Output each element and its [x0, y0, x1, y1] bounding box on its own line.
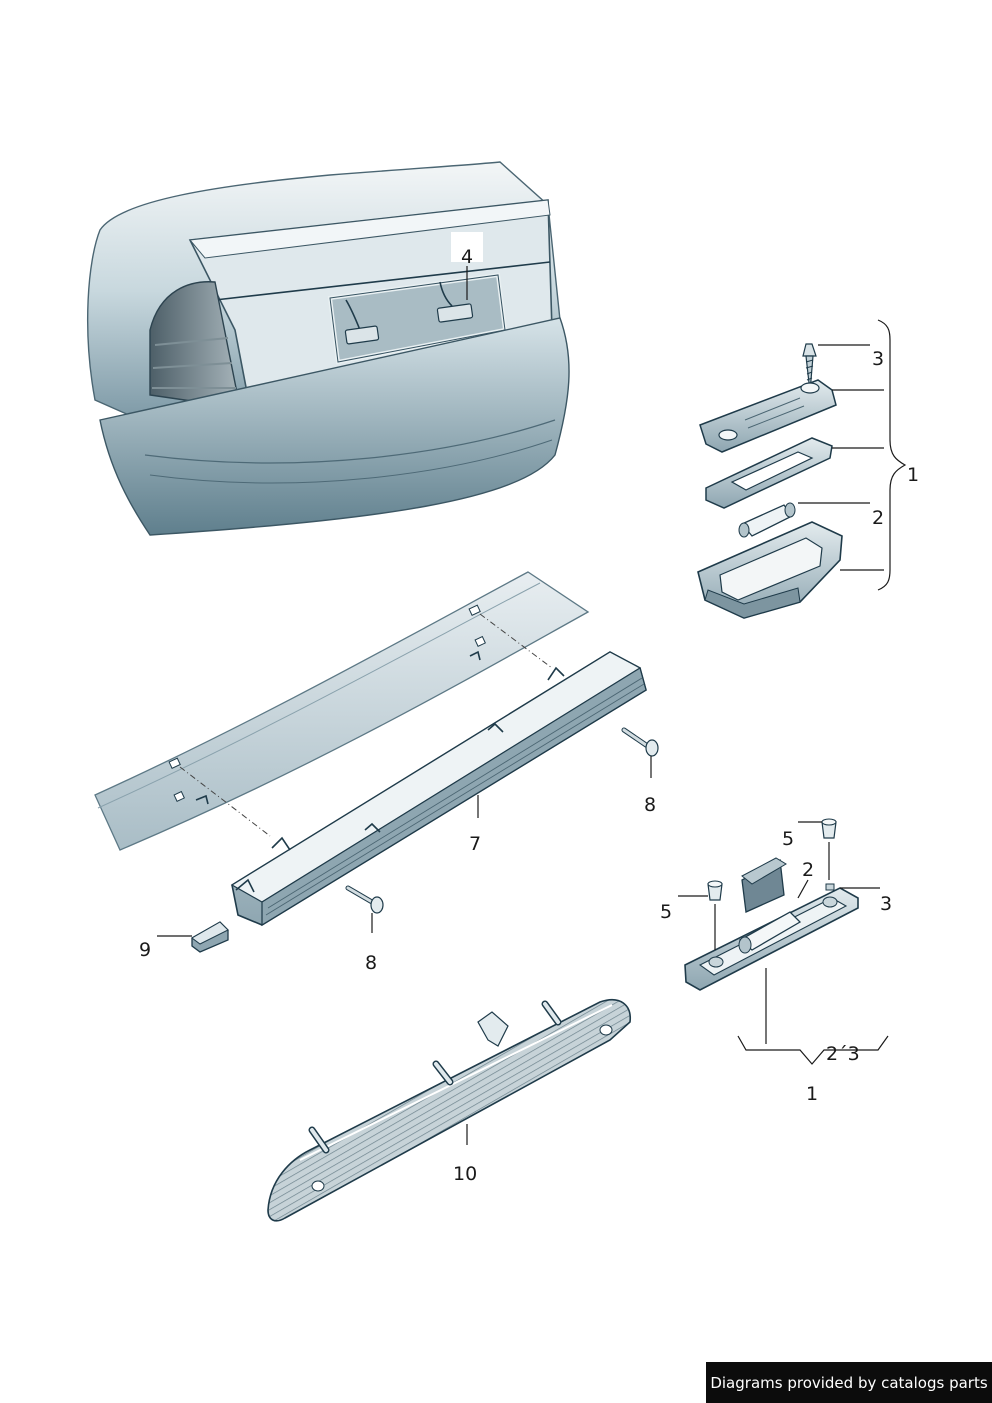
third-brake-light	[267, 998, 631, 1222]
callout-1: 1	[907, 464, 919, 486]
stud-icon	[432, 1060, 454, 1086]
callout-5: 5	[660, 901, 672, 923]
callout-2-3: 2´3	[826, 1043, 860, 1065]
bracket-line	[737, 1035, 889, 1065]
clip-icon	[191, 921, 229, 953]
connector-icon	[344, 299, 380, 345]
callout-2: 2	[802, 859, 814, 881]
callout-9: 9	[139, 939, 151, 961]
brake-light-housing	[230, 651, 647, 927]
car-rear-illustration	[87, 161, 570, 536]
screw-icon	[621, 727, 659, 757]
callout-4: 4	[461, 246, 473, 268]
stud-icon	[541, 1000, 562, 1026]
callout-5: 5	[782, 828, 794, 850]
license-lamp-assembly	[684, 857, 859, 991]
callout-1: 1	[806, 1083, 818, 1105]
callout-3: 3	[872, 348, 884, 370]
screw-icon	[345, 885, 384, 914]
bulb-icon	[738, 502, 796, 538]
connector-icon	[436, 281, 474, 323]
trunk-panel-strip	[94, 571, 590, 851]
license-lamp-exploded-view	[697, 319, 907, 619]
leader-line	[797, 879, 809, 899]
footer-banner: Diagrams provided by catalogs parts	[706, 1362, 992, 1403]
alignment-line	[479, 613, 553, 669]
callout-10: 10	[453, 1163, 477, 1185]
callout-8: 8	[365, 952, 377, 974]
footer-text: Diagrams provided by catalogs parts	[710, 1373, 988, 1392]
screw-icon	[802, 343, 817, 393]
alignment-line	[179, 766, 271, 837]
callout-8: 8	[644, 794, 656, 816]
callout-2: 2	[872, 507, 884, 529]
connector-icon	[477, 1011, 509, 1047]
stud-icon	[308, 1126, 330, 1154]
callout-7: 7	[469, 833, 481, 855]
callout-3: 3	[880, 893, 892, 915]
clip-icon	[707, 880, 723, 901]
clip-icon	[821, 818, 837, 839]
